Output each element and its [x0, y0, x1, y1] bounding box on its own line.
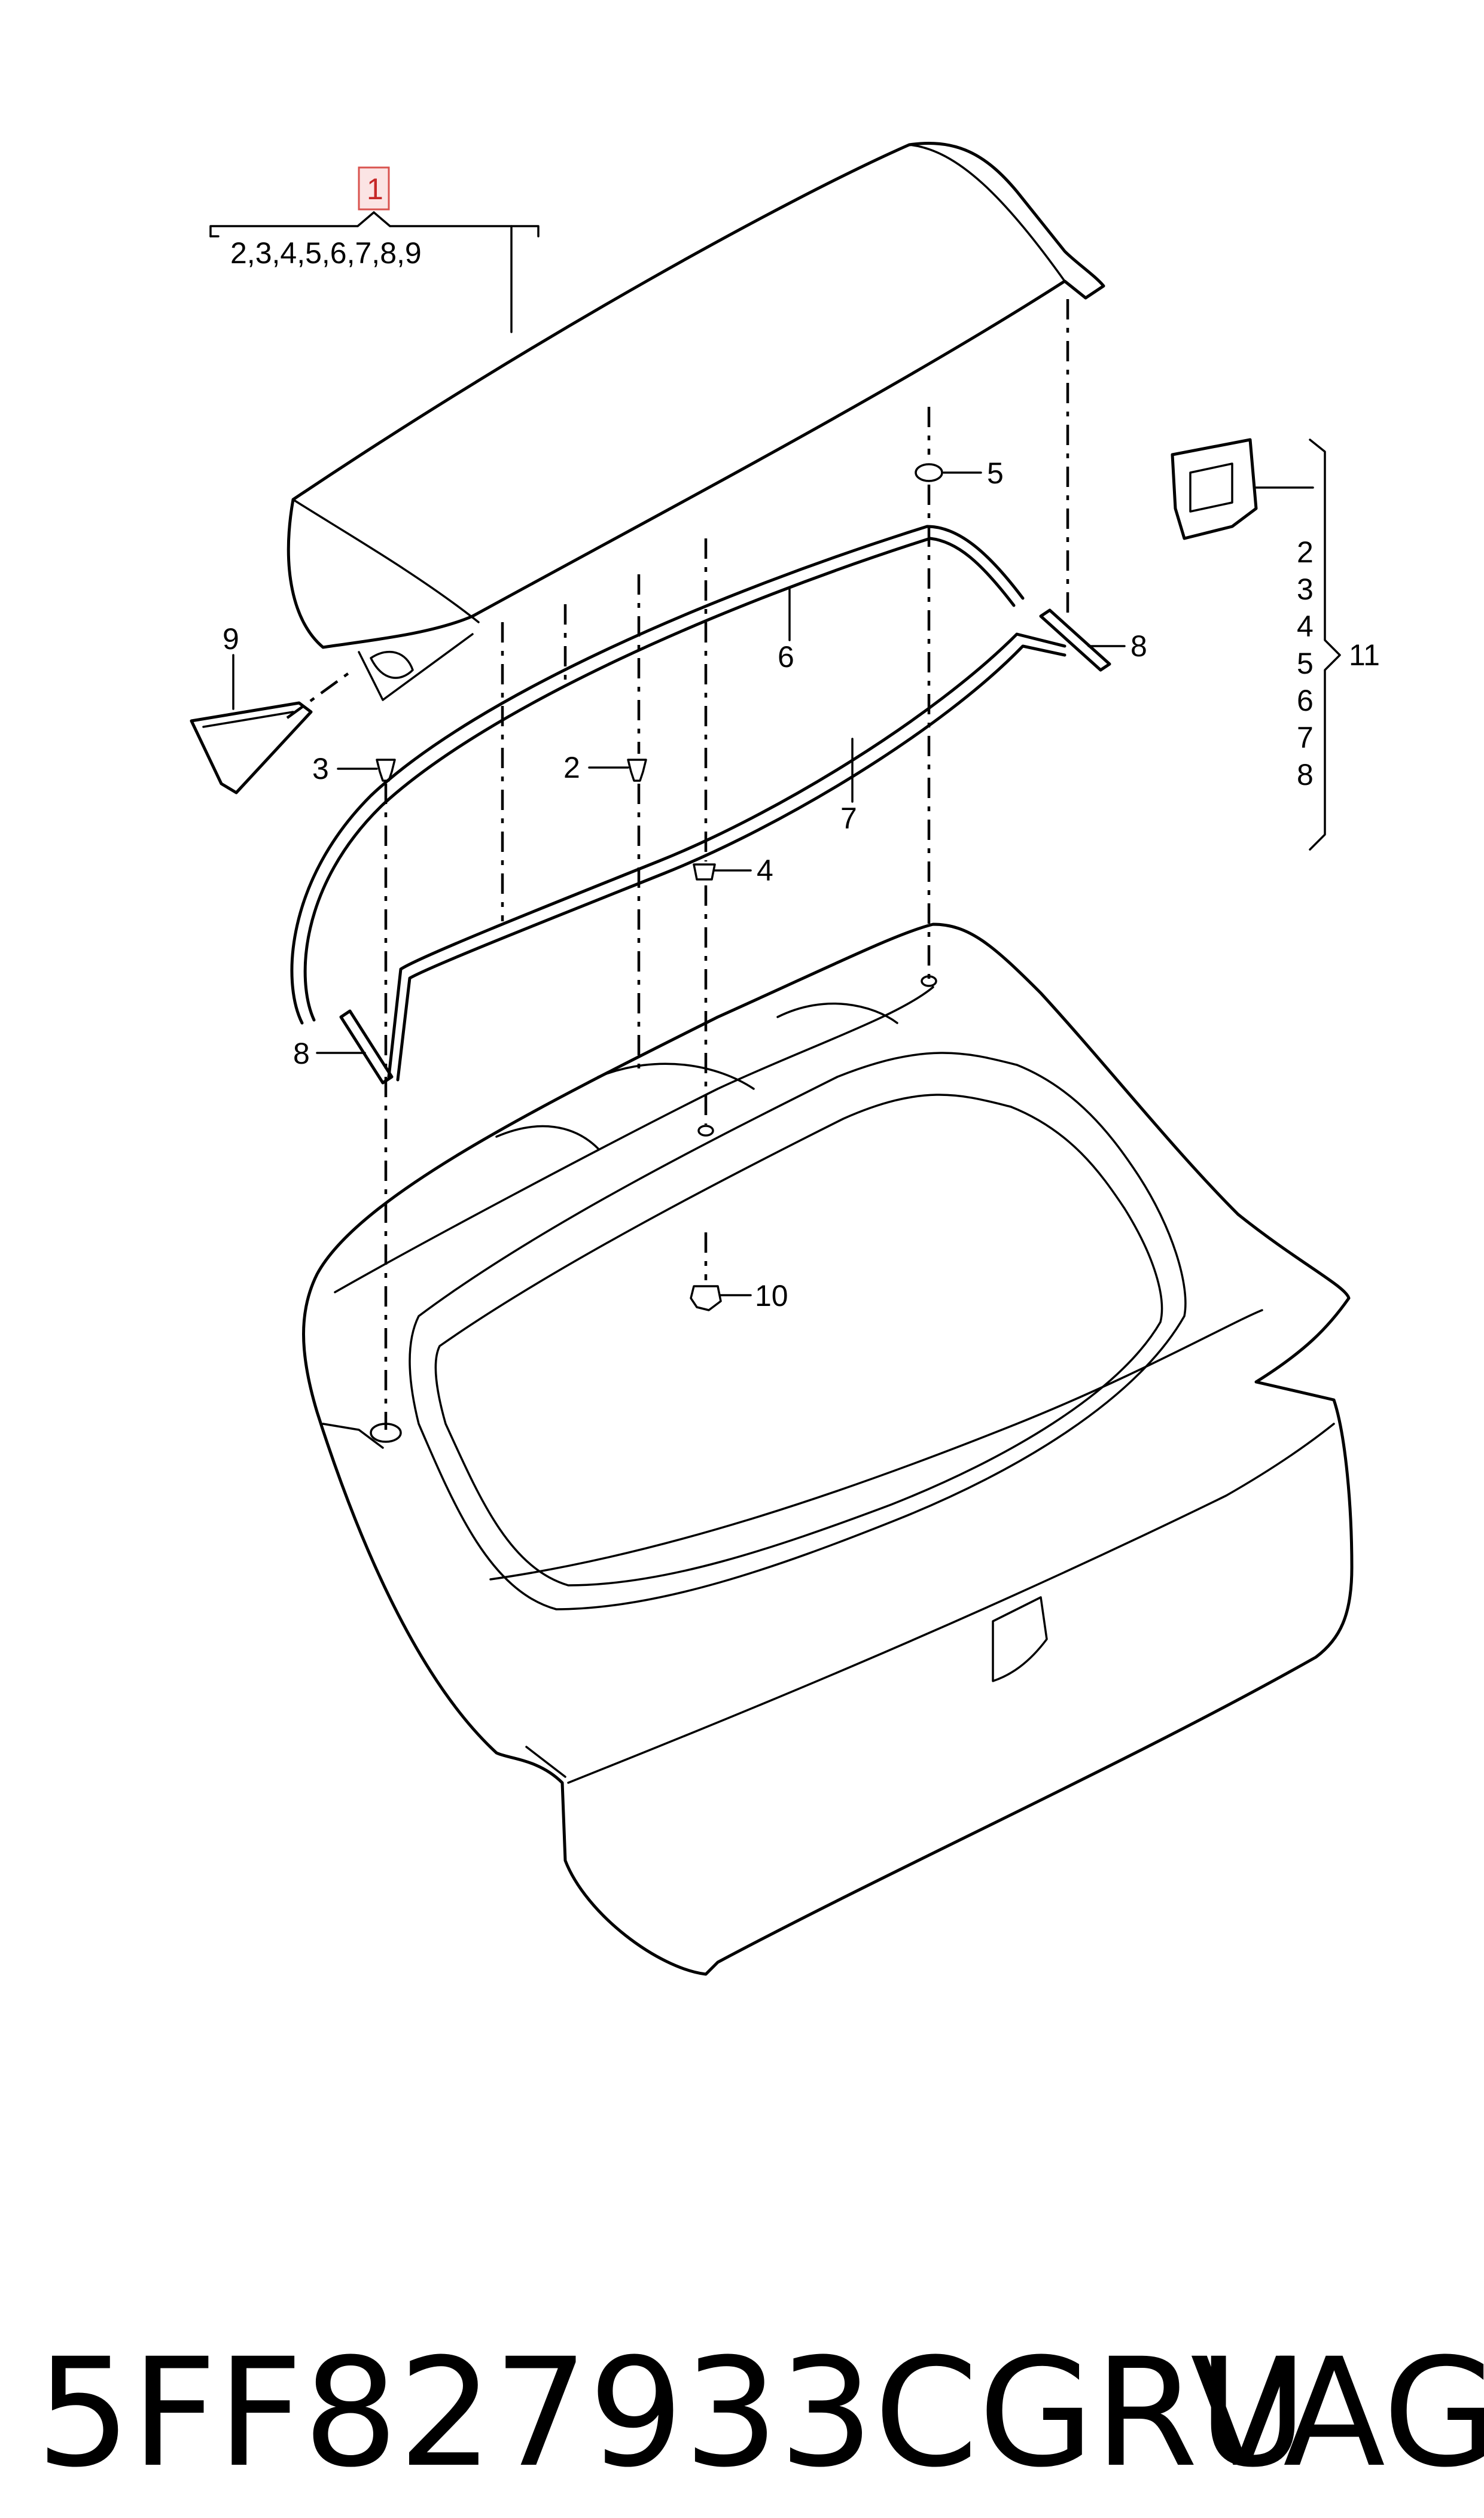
- part-1-contents: 2,3,4,5,6,7,8,9: [230, 236, 422, 270]
- assembly-axes: [384, 299, 1069, 1430]
- part-1-label: 1: [367, 172, 383, 206]
- clip-2: [627, 759, 647, 782]
- kit-item: 5: [1297, 647, 1314, 680]
- callout-4: 4: [757, 854, 773, 887]
- cover-9: [190, 701, 313, 794]
- callout-8-right: 8: [1130, 629, 1147, 663]
- seal-strip-6: [290, 525, 1025, 1025]
- kit-item: 8: [1297, 758, 1314, 791]
- kit-item: 4: [1297, 610, 1314, 643]
- tailgate: [302, 922, 1354, 1976]
- part-1-callout: 1 2,3,4,5,6,7,8,9: [209, 166, 540, 333]
- nut-4: [693, 863, 716, 881]
- brand: VAG: [1190, 2326, 1484, 2500]
- callout-5: 5: [987, 456, 1004, 490]
- mount-hole-right: [921, 975, 937, 987]
- kit-item: 2: [1297, 535, 1314, 569]
- kit-11-icon: [1171, 438, 1258, 540]
- mount-hole-center: [697, 1125, 714, 1137]
- callout-8-left: 8: [293, 1037, 310, 1070]
- kit-11-list: 2 3 4 5 6 7 8: [1297, 535, 1314, 791]
- callout-2: 2: [563, 751, 580, 784]
- kit-item: 6: [1297, 684, 1314, 717]
- cover-9-axis: [286, 669, 354, 719]
- clip-3: [376, 759, 396, 782]
- callout-10: 10: [755, 1279, 788, 1313]
- nut-10: [690, 1285, 722, 1311]
- rear-spoiler: [287, 141, 1105, 701]
- part-1-highlight-box: [358, 166, 390, 211]
- nut-5: [915, 463, 943, 482]
- kit-item: 7: [1297, 721, 1314, 754]
- end-piece-8-right: [1039, 608, 1111, 672]
- callout-7: 7: [840, 802, 857, 835]
- kit-item: 3: [1297, 573, 1314, 606]
- end-piece-8-left: [339, 1009, 394, 1085]
- mount-hole-left: [370, 1423, 402, 1443]
- seal-strip-7: [387, 632, 1066, 1082]
- part-number: 5FF827933CGRU: [36, 2326, 1308, 2500]
- callout-11: 11: [1349, 638, 1380, 672]
- callout-6: 6: [778, 640, 794, 674]
- callout-3: 3: [312, 752, 329, 785]
- callout-9: 9: [223, 622, 239, 656]
- kit-11-bracket: [1309, 439, 1341, 851]
